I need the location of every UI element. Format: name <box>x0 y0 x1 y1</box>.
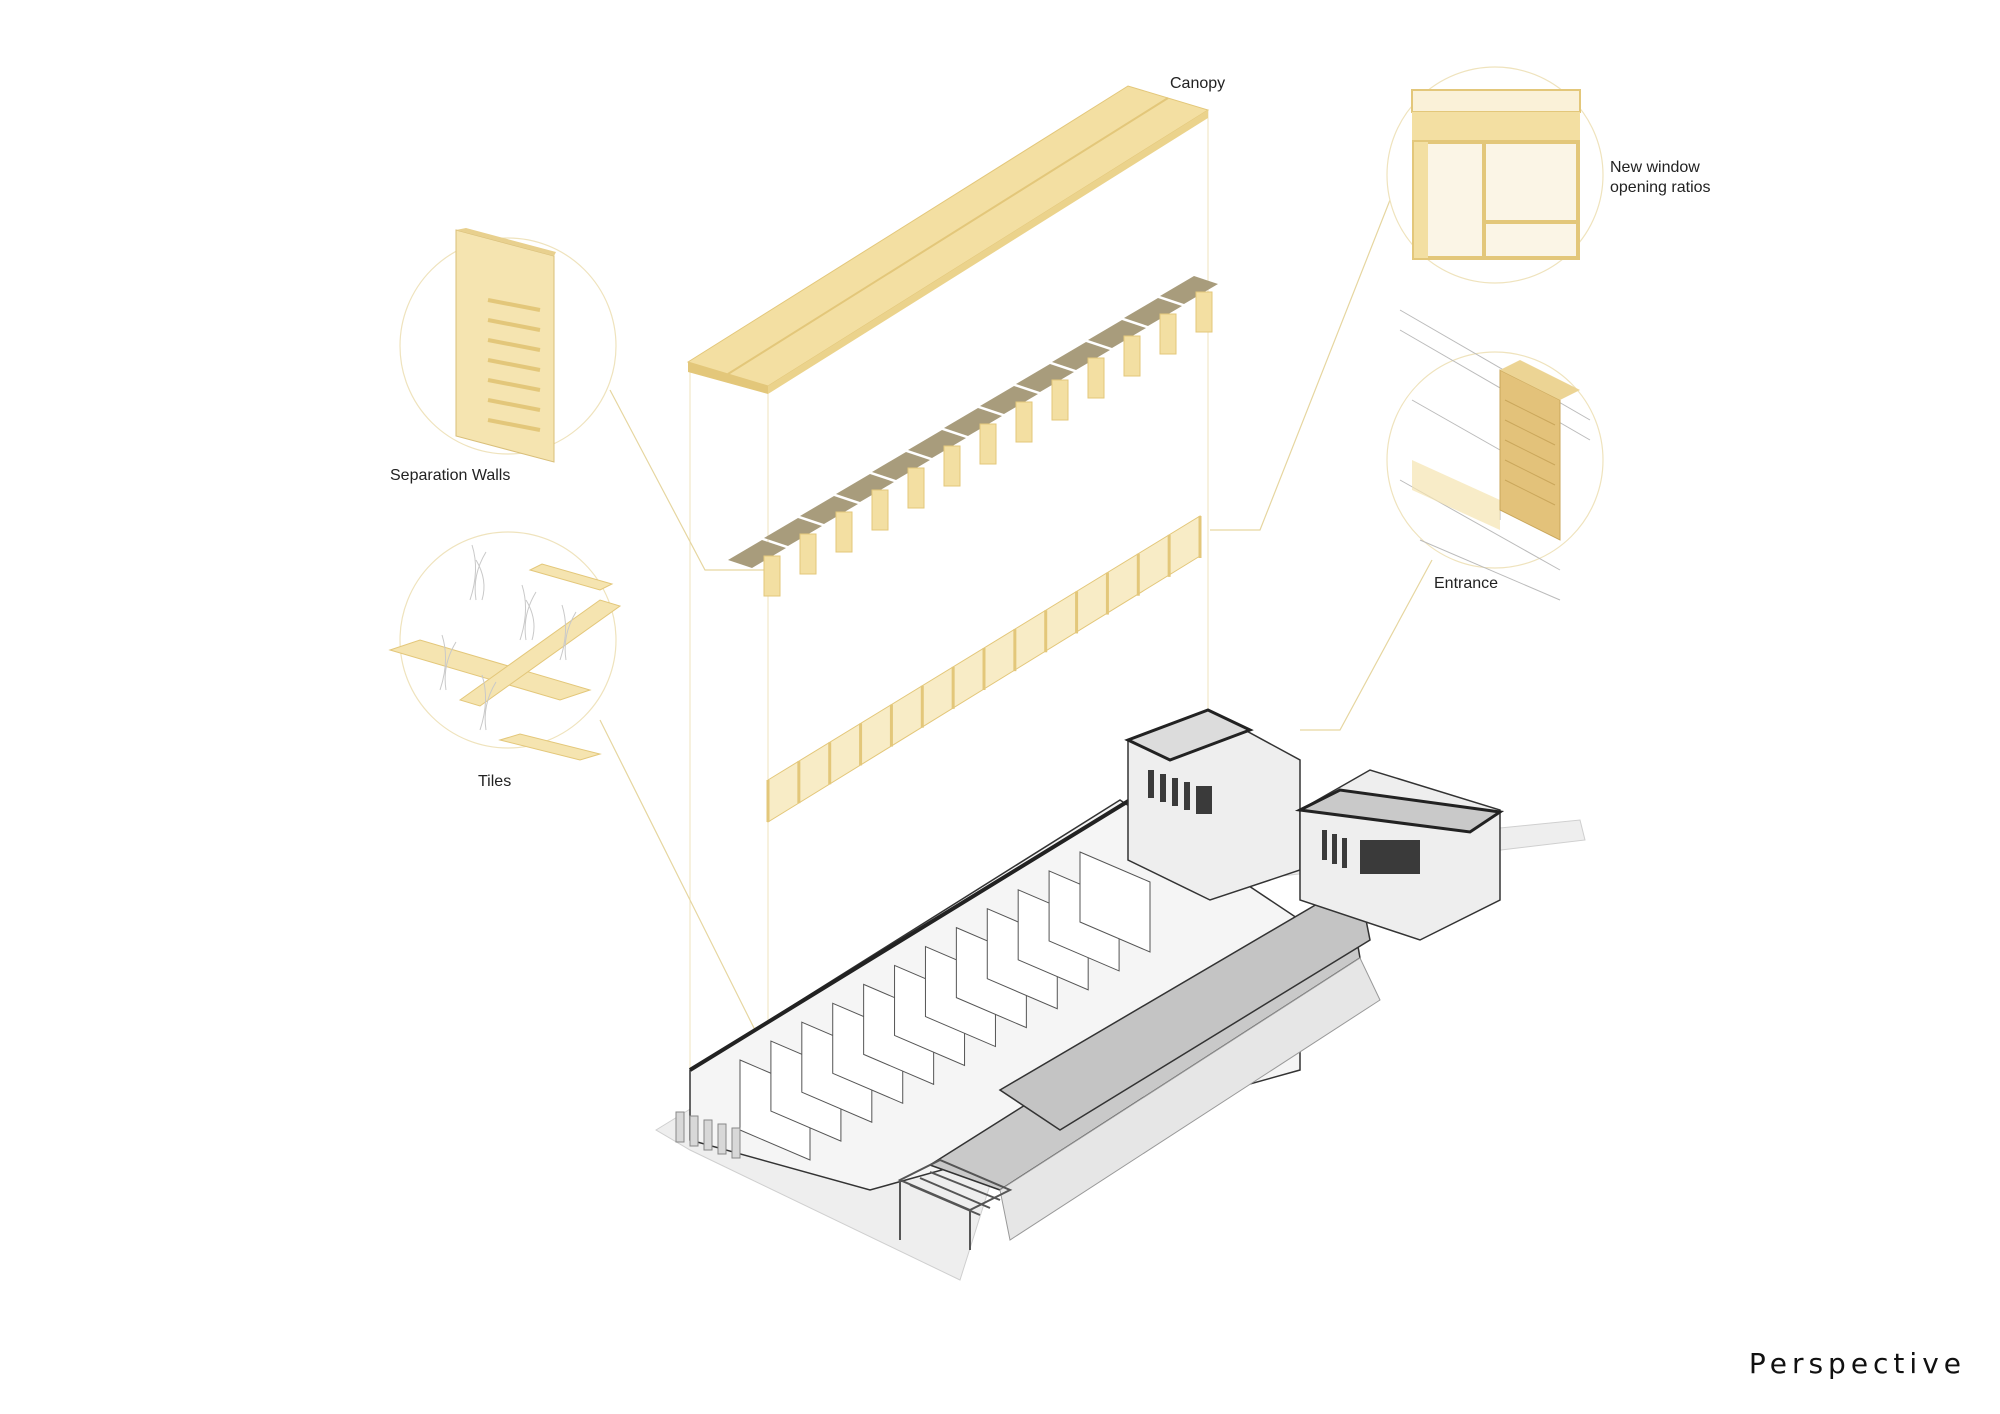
wall-slat <box>487 398 541 412</box>
pergola-post <box>979 423 997 465</box>
pergola-post <box>763 555 781 597</box>
window-callout <box>1386 66 1604 284</box>
window-strip <box>766 515 1202 823</box>
base-building <box>655 708 1586 1281</box>
tiles-label: Tiles <box>478 773 512 790</box>
partition-wall <box>1079 851 1151 953</box>
wall-slat <box>487 418 541 432</box>
wall-slat <box>487 318 541 332</box>
pergola-post <box>835 511 853 553</box>
window-label-line2: opening ratios <box>1610 179 1711 196</box>
pergola-post <box>1051 379 1069 421</box>
entrance-callout <box>1386 309 1604 601</box>
tiles-callout <box>388 531 622 761</box>
pergola-post <box>871 489 889 531</box>
separation-walls-label: Separation Walls <box>390 467 511 484</box>
pergola-post <box>1087 357 1105 399</box>
wall-slat <box>487 338 541 352</box>
pergola-beam <box>980 386 1038 414</box>
pergola-beam <box>1088 320 1146 348</box>
pergola-frames <box>728 276 1218 597</box>
window-label-line1: New window <box>1610 159 1700 176</box>
pergola-beam <box>764 518 822 546</box>
pergola-post <box>943 445 961 487</box>
leader-lines <box>599 199 1433 1061</box>
pergola-beam <box>872 452 930 480</box>
pergola-beam <box>836 474 894 502</box>
entrance-label: Entrance <box>1434 575 1499 592</box>
pergola-post <box>1195 291 1213 333</box>
canopy-label: Canopy <box>1170 75 1226 92</box>
pergola-post <box>799 533 817 575</box>
pergola-beam <box>944 408 1002 436</box>
pergola-beam <box>728 540 786 568</box>
wall-slat <box>487 378 541 392</box>
wall-slat <box>487 298 541 312</box>
pergola-beam <box>1160 276 1218 304</box>
wall-slat <box>487 358 541 372</box>
page-title: Perspective <box>1748 1347 1966 1380</box>
pergola-post <box>1159 313 1177 355</box>
pergola-post <box>907 467 925 509</box>
pergola-beam <box>800 496 858 524</box>
separation-walls-callout <box>399 228 617 463</box>
window-label: New window opening ratios <box>1610 158 1711 198</box>
pergola-beam <box>1052 342 1110 370</box>
projection-guides <box>689 110 1209 1110</box>
canopy <box>686 85 1210 394</box>
pergola-post <box>1015 401 1033 443</box>
pergola-beam <box>908 430 966 458</box>
pergola-beam <box>1016 364 1074 392</box>
pergola-beam <box>1124 298 1182 326</box>
pergola-post <box>1123 335 1141 377</box>
